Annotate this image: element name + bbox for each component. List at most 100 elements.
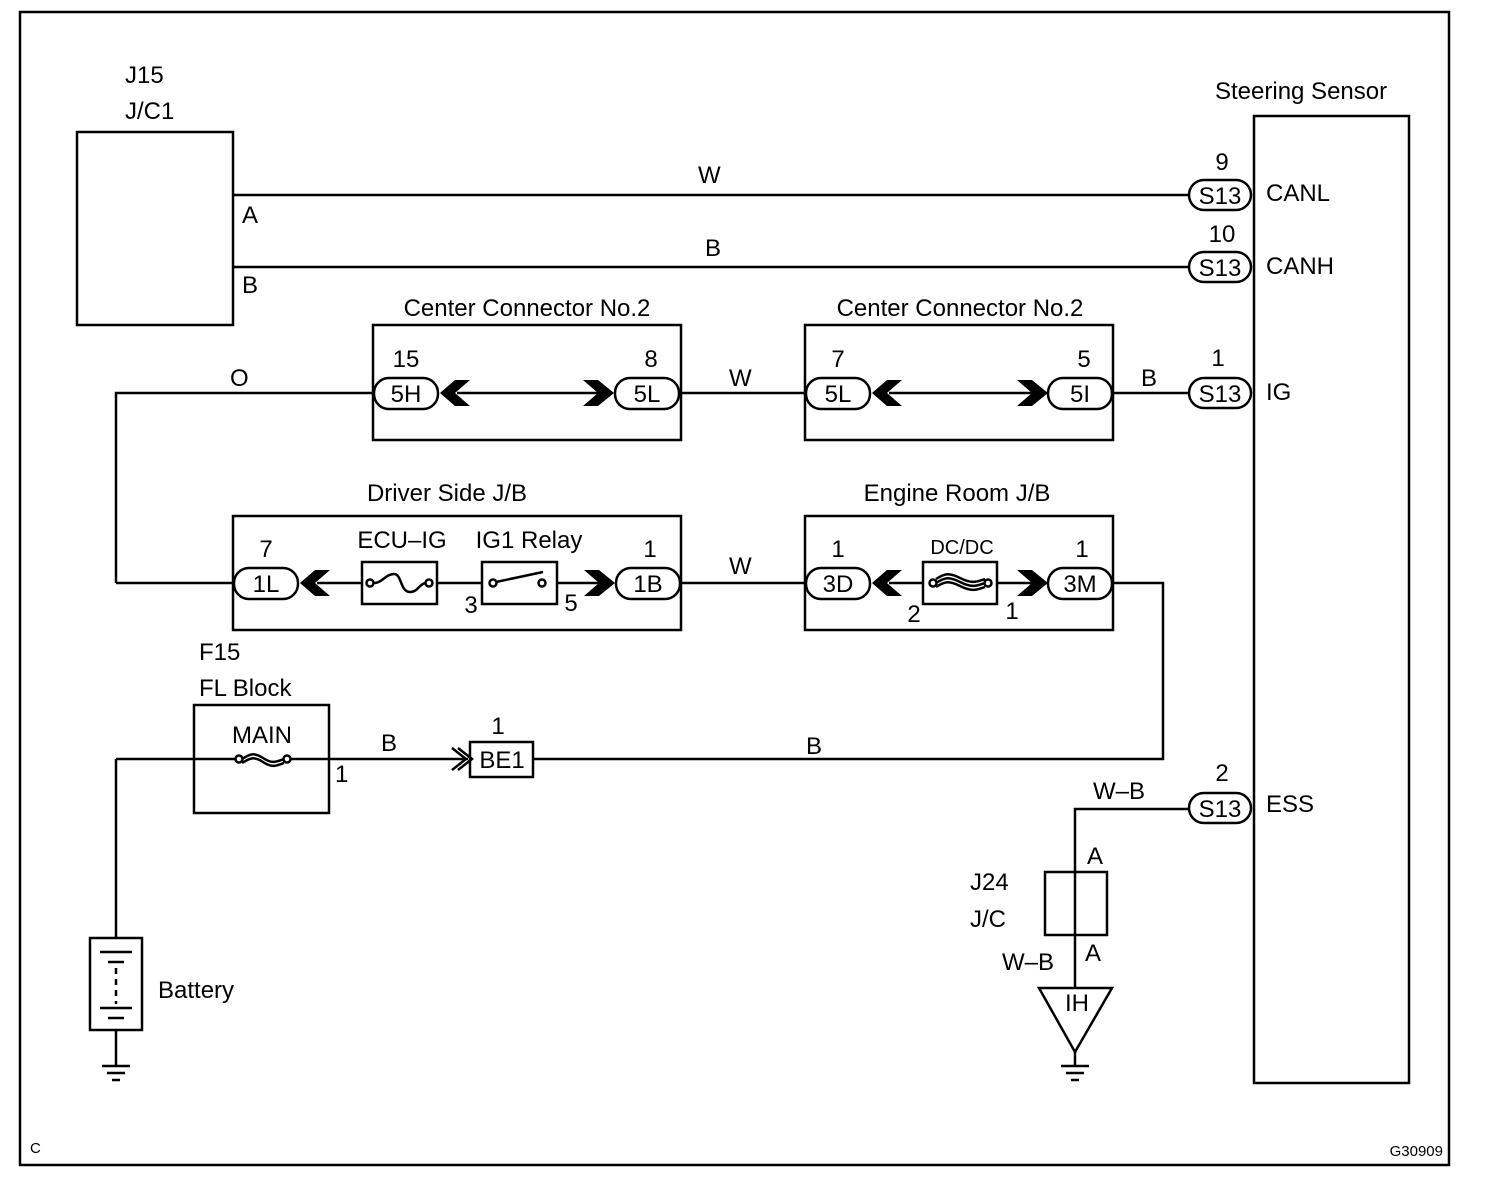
engine-jb-title: Engine Room J/B: [864, 480, 1051, 507]
connector-5h: [372, 376, 440, 411]
wire-orange: [114, 391, 374, 583]
steering-pin-canl: CANL: [1266, 180, 1330, 207]
fl-block-name: FL Block: [199, 675, 292, 702]
connector-be1-pin: 1: [491, 713, 504, 740]
connector-1l-arrow: [300, 570, 330, 596]
wire-be1-run: [533, 581, 1165, 761]
connector-5l-b-arrow: [872, 380, 902, 406]
connector-1l-label: 1L: [253, 571, 280, 598]
jc1-name: J/C1: [125, 98, 174, 125]
dcdc-fuse-label: DC/DC: [930, 537, 993, 559]
jc-j24-pin-top: A: [1087, 843, 1103, 870]
connector-s13-canl-label: S13: [1199, 183, 1242, 210]
connector-s13-canl: [1187, 178, 1253, 212]
connector-5i-label: 5I: [1070, 381, 1090, 408]
jc1-box: [75, 130, 235, 327]
dcdc-fuse-terminal-left: [928, 578, 938, 588]
connector-3m-label: 3M: [1063, 571, 1096, 598]
connector-5h-label: 5H: [391, 381, 422, 408]
center-connector-1-title: Center Connector No.2: [404, 295, 651, 322]
ecu-ig-fuse-terminal-left: [365, 578, 375, 588]
connector-5l-b-pin: 7: [831, 346, 844, 373]
connector-5i-arrow: [1017, 380, 1048, 406]
dcdc-fuse-icon: [935, 573, 986, 592]
diagram-frame: [18, 10, 1451, 1167]
ig1-relay-terminal-left: [488, 578, 498, 588]
connector-3d-label: 3D: [823, 571, 854, 598]
wire-ess-top: [1073, 807, 1190, 872]
wire-main-out-color: B: [381, 730, 397, 757]
steering-pin-ess: ESS: [1266, 791, 1314, 818]
steering-pin-canh: CANH: [1266, 253, 1334, 280]
connector-1b-arrow: [584, 570, 615, 596]
connector-s13-canh-label: S13: [1199, 255, 1242, 282]
wire-jb-link-color: W: [729, 553, 752, 580]
driver-jb-title: Driver Side J/B: [367, 480, 527, 507]
main-fuse-label: MAIN: [232, 722, 292, 749]
jc1-pin-b: B: [242, 272, 258, 299]
wire-orange-color: O: [230, 365, 249, 392]
connector-1b-label: 1B: [633, 571, 662, 598]
connector-3m-arrow: [1017, 570, 1048, 596]
driver-jb-box: [231, 514, 683, 632]
connector-s13-ig-label: S13: [1199, 381, 1242, 408]
wire-canl-color: W: [698, 162, 721, 189]
connector-s13-canh-pin: 10: [1209, 221, 1236, 248]
connector-s13-canl-pin: 9: [1215, 149, 1228, 176]
dcdc-fuse-pin-out: 1: [1005, 598, 1018, 625]
wire-canh-color: B: [705, 235, 721, 262]
ig1-relay-pin-out: 5: [564, 590, 577, 617]
connector-3m-pin: 1: [1075, 536, 1088, 563]
connector-s13-ig: [1187, 376, 1253, 410]
be1-arrow-outer: [451, 747, 469, 771]
connector-5h-pin: 15: [393, 346, 420, 373]
connector-s13-canh: [1187, 250, 1253, 284]
fl-block-pin: 1: [335, 761, 348, 788]
wire-ig-feed-color: B: [1141, 365, 1157, 392]
ecu-ig-fuse-icon: [373, 572, 427, 594]
connector-be1-label: BE1: [479, 747, 524, 774]
connector-1l-pin: 7: [259, 536, 272, 563]
connector-5h-arrow: [440, 380, 470, 406]
jc1-code: J15: [125, 62, 164, 89]
connector-3d-arrow: [872, 570, 902, 596]
figure-id: G30909: [1390, 1143, 1443, 1160]
connector-s13-ess-label: S13: [1199, 796, 1242, 823]
wire-center-link-color: W: [729, 365, 752, 392]
connector-s13-ess: [1187, 791, 1253, 825]
jc-j24-code: J24: [970, 869, 1009, 896]
connector-5l-a-pin: 8: [644, 346, 657, 373]
connector-s13-ig-pin: 1: [1211, 345, 1224, 372]
main-fuse-terminal-right: [282, 754, 292, 764]
wire-ess-bottom-color: W–B: [1002, 949, 1054, 976]
jc1-pin-a: A: [242, 202, 258, 229]
connector-3d-pin: 1: [831, 536, 844, 563]
connector-5l-b: [804, 376, 872, 411]
battery-label: Battery: [158, 977, 234, 1004]
main-fuse-terminal-left: [234, 754, 244, 764]
jc-j24-name: J/C: [970, 906, 1006, 933]
steering-pin-ig: IG: [1266, 379, 1291, 406]
ecu-ig-fuse-label: ECU–IG: [357, 527, 446, 554]
connector-be1: [468, 740, 535, 779]
connector-5l-a-arrow: [583, 380, 614, 406]
engine-jb-box: [803, 514, 1115, 632]
ground-point-label: IH: [1065, 990, 1089, 1017]
be1-arrow-inner: [457, 747, 475, 771]
ig1-relay-pin-in: 3: [464, 592, 477, 619]
dcdc-fuse-pin-in: 2: [907, 601, 920, 628]
ig1-relay-terminal-right: [537, 578, 547, 588]
connector-1l: [232, 566, 300, 601]
corner-label: C: [30, 1140, 41, 1157]
center-connector-1-box: [371, 323, 683, 442]
main-fuse-icon: [241, 753, 285, 768]
fl-block-code: F15: [199, 639, 240, 666]
dcdc-fuse-terminal-right: [983, 578, 993, 588]
ig1-relay-switch-icon: [495, 570, 544, 584]
wire-be1-run-color: B: [806, 733, 822, 760]
connector-1b-pin: 1: [643, 536, 656, 563]
connector-5i-pin: 5: [1077, 346, 1090, 373]
connector-5l-b-label: 5L: [825, 381, 852, 408]
center-connector-2-title: Center Connector No.2: [837, 295, 1084, 322]
